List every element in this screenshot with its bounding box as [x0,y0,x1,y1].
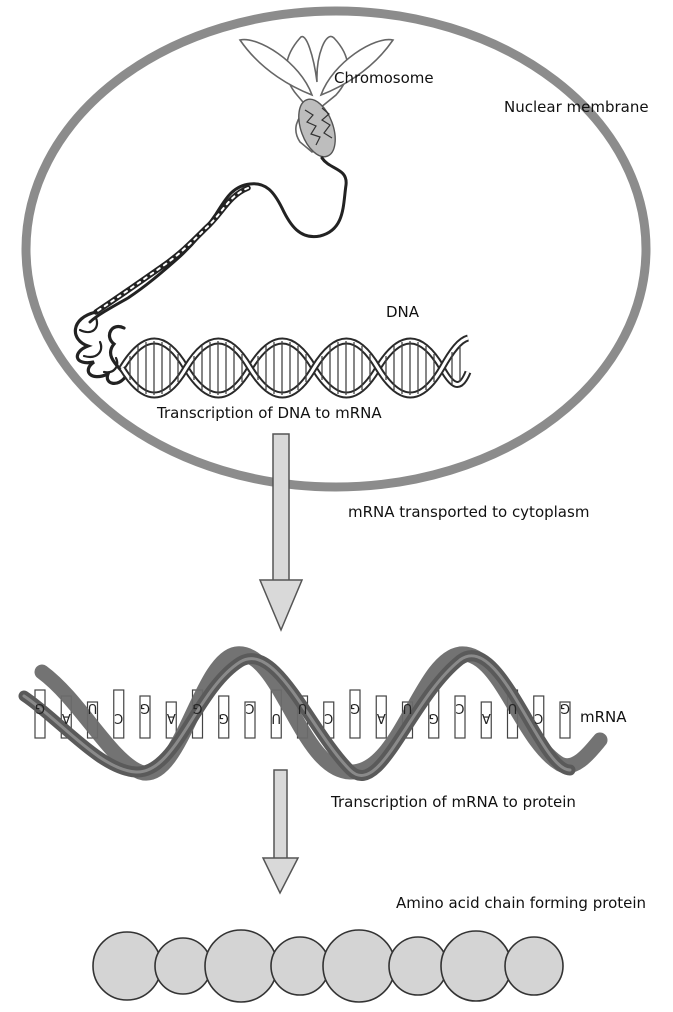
amino-acid [441,931,511,1001]
mrna-base-letter: U [298,700,308,715]
mrna-label: mRNA [580,708,627,726]
mrna-base-letter: G [35,700,45,715]
transcription-mrna-label: Transcription of mRNA to protein [331,793,576,811]
amino-acid [205,930,277,1002]
mrna-base-letter: G [560,700,570,715]
mrna-base-letter: G [140,700,150,715]
mrna-base-letter: U [508,700,518,715]
mrna-base-letter: U [271,710,281,725]
mrna-base-letter: A [62,710,71,725]
amino-acid [93,932,161,1000]
dna-label: DNA [386,303,419,321]
mrna-base-letter: U [403,700,413,715]
amino-acid [271,937,329,995]
amino-acid-chain [93,930,563,1002]
mrna-base-letter: C [324,710,333,725]
arrow-to-protein [263,770,298,893]
mrna-base-letter: G [192,700,202,715]
nuclear-membrane-label: Nuclear membrane [504,98,649,116]
amino-acid-chain-label: Amino acid chain forming protein [396,894,646,912]
mrna-base-letter: A [482,710,491,725]
mrna-base-letter: G [219,710,229,725]
mrna-base-letter: G [429,710,439,725]
amino-acid [505,937,563,995]
mrna-transported-label: mRNA transported to cytoplasm [348,503,589,521]
amino-acid [155,938,211,994]
mrna-base-letter: C [455,700,464,715]
transcription-dna-label: Transcription of DNA to mRNA [157,404,382,422]
chromosome-label: Chromosome [334,69,434,87]
mrna-base-letter: A [377,710,386,725]
mrna-base-letter: G [350,700,360,715]
amino-acid [389,937,447,995]
mrna-base-letter: A [167,710,176,725]
mrna-base-letter: U [88,700,98,715]
mrna-base-letter: C [245,700,254,715]
mrna-base-letter: C [534,710,543,725]
amino-acid [323,930,395,1002]
mrna-base-letter: C [114,710,123,725]
